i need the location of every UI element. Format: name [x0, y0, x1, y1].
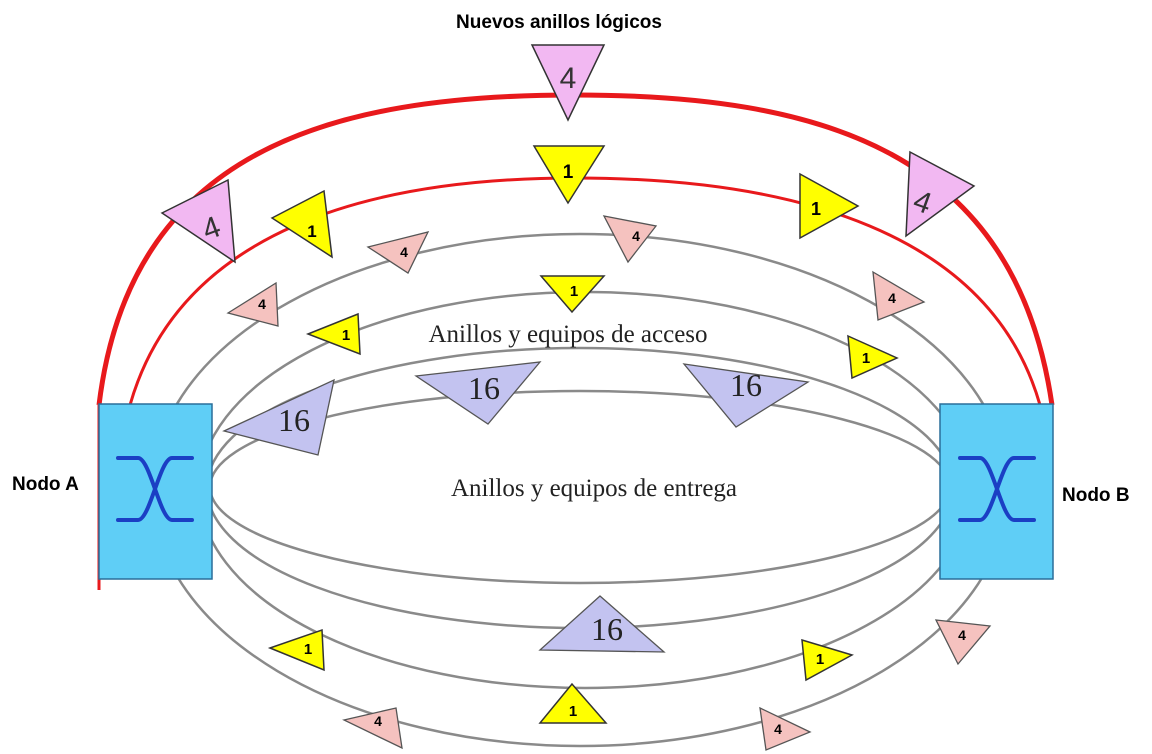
access-value: 1	[811, 199, 821, 219]
pink-triangle: 4	[342, 707, 403, 750]
pink-triangle: 4	[934, 619, 992, 666]
access-rings-label: Anillos y equipos de acceso	[428, 321, 707, 348]
access-triangle: 1	[801, 638, 854, 682]
pink-triangle: 4	[872, 270, 926, 321]
delivery-triangles: 16 16 16 16	[222, 361, 810, 653]
delivery-rings-label: Anillos y equipos de entrega	[451, 475, 737, 502]
pink-value: 4	[888, 290, 896, 306]
pink-triangle: 4	[602, 215, 658, 264]
access-triangle: 1	[532, 145, 606, 205]
access-triangle: 1	[847, 334, 899, 380]
access-value: 1	[569, 703, 577, 720]
pink-value: 4	[632, 228, 640, 244]
delivery-value: 16	[278, 402, 310, 438]
access-value: 1	[563, 162, 574, 183]
pink-triangles: 4 4 4 4 4 4 4	[226, 215, 992, 751]
access-value: 1	[307, 222, 316, 241]
delivery-value: 16	[591, 611, 623, 647]
diagram-title: Nuevos anillos lógicos	[456, 12, 662, 33]
pink-value: 4	[400, 244, 408, 260]
pink-triangle: 4	[759, 706, 812, 751]
delivery-value: 16	[730, 367, 762, 403]
switch-icon	[116, 456, 194, 522]
node-b-label: Nodo B	[1062, 485, 1130, 506]
pink-triangle: 4	[226, 281, 279, 327]
new-ring-outer	[96, 92, 1055, 406]
node-b	[939, 403, 1054, 580]
access-triangle: 1	[305, 312, 361, 356]
delivery-value: 16	[468, 370, 500, 406]
logical-triangle-right: 4	[905, 150, 976, 238]
pink-value: 4	[958, 627, 966, 643]
logical-value: 4	[560, 62, 577, 95]
logical-triangle-left: 4	[160, 178, 236, 264]
access-value: 1	[342, 327, 350, 344]
logical-triangle-top: 4	[530, 44, 606, 122]
node-a-label: Nodo A	[12, 474, 79, 495]
access-triangle: 1	[538, 682, 608, 724]
access-triangle: 1	[799, 172, 860, 240]
switch-icon	[958, 456, 1036, 522]
access-value: 1	[304, 641, 312, 658]
delivery-triangle: 16	[682, 363, 810, 428]
delivery-triangle: 16	[222, 378, 335, 456]
delivery-triangle: 16	[538, 595, 666, 653]
node-a	[98, 403, 213, 580]
pink-value: 4	[774, 721, 782, 737]
access-value: 1	[570, 283, 578, 300]
access-triangle: 1	[267, 628, 325, 672]
access-triangle: 1	[270, 189, 333, 259]
access-triangle: 1	[539, 275, 606, 314]
logical-triangles: 4 4 4	[160, 44, 976, 264]
access-triangles: 1 1 1 1 1 1 1 1	[267, 145, 899, 724]
pink-value: 4	[258, 296, 266, 312]
access-value: 1	[816, 651, 824, 668]
delivery-triangle: 16	[414, 361, 542, 425]
pink-triangle: 4	[366, 231, 430, 274]
access-value: 1	[862, 350, 870, 367]
pink-value: 4	[374, 713, 382, 729]
